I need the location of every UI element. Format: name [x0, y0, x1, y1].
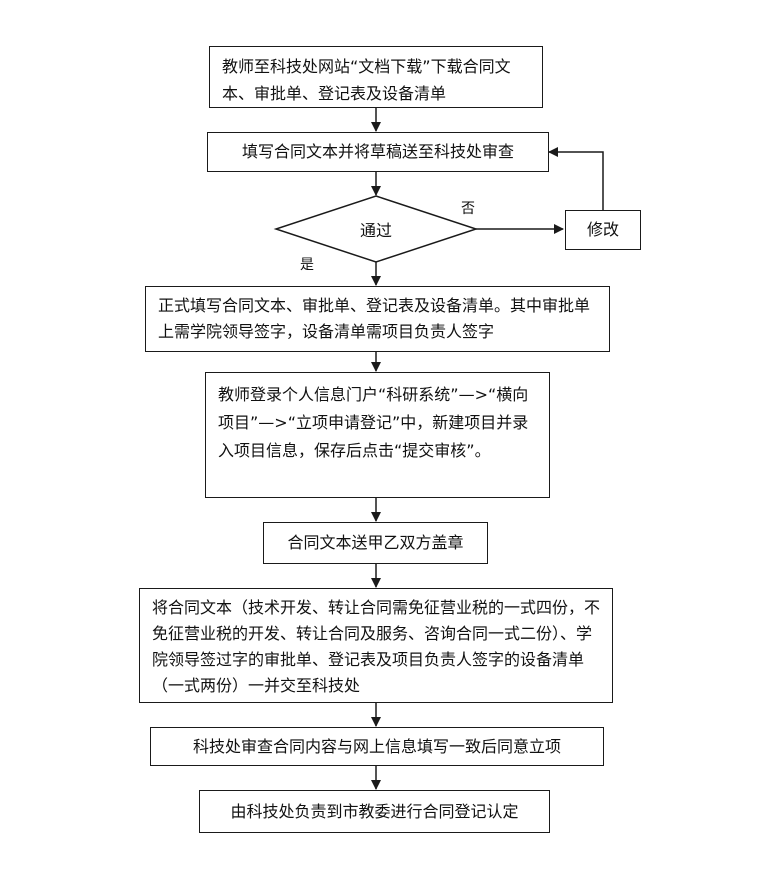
step-review-approve: 科技处审查合同内容与网上信息填写一致后同意立项 — [150, 727, 604, 766]
step-formal-fill-text: 正式填写合同文本、审批单、登记表及设备清单。其中审批单上需学院领导签字，设备清单… — [158, 296, 591, 341]
arrow-revise-s2 — [548, 147, 604, 210]
step-register-certify: 由科技处负责到市教委进行合同登记认定 — [199, 790, 550, 833]
step-fill-draft-text: 填写合同文本并将草稿送至科技处审查 — [241, 142, 514, 161]
no-label: 否 — [461, 201, 475, 217]
step-submit-docs-text: 将合同文本（技术开发、转让合同需免征营业税的一式四份，不免征营业税的开发、转让合… — [152, 598, 601, 695]
step-download-docs: 教师至科技处网站“文档下载”下载合同文本、审批单、登记表及设备清单 — [209, 46, 543, 108]
step-stamp-text: 合同文本送甲乙双方盖章 — [287, 533, 464, 552]
step-stamp: 合同文本送甲乙双方盖章 — [263, 522, 488, 564]
step-fill-draft: 填写合同文本并将草稿送至科技处审查 — [207, 132, 549, 172]
decision-label: 通过 — [359, 221, 392, 240]
step-online-register-text: 教师登录个人信息门户“科研系统”—>“横向项目”—>“立项申请登记”中，新建项目… — [218, 385, 529, 460]
step-formal-fill: 正式填写合同文本、审批单、登记表及设备清单。其中审批单上需学院领导签字，设备清单… — [145, 286, 610, 352]
step-register-certify-text: 由科技处负责到市教委进行合同登记认定 — [230, 802, 519, 821]
step-revise: 修改 — [565, 210, 641, 250]
step-review-approve-text: 科技处审查合同内容与网上信息填写一致后同意立项 — [192, 737, 561, 756]
step-download-docs-text: 教师至科技处网站“文档下载”下载合同文本、审批单、登记表及设备清单 — [222, 57, 511, 103]
step-submit-docs: 将合同文本（技术开发、转让合同需免征营业税的一式四份，不免征营业税的开发、转让合… — [139, 588, 613, 703]
yes-label: 是 — [300, 257, 314, 273]
step-online-register: 教师登录个人信息门户“科研系统”—>“横向项目”—>“立项申请登记”中，新建项目… — [205, 372, 550, 498]
step-revise-text: 修改 — [586, 220, 619, 239]
